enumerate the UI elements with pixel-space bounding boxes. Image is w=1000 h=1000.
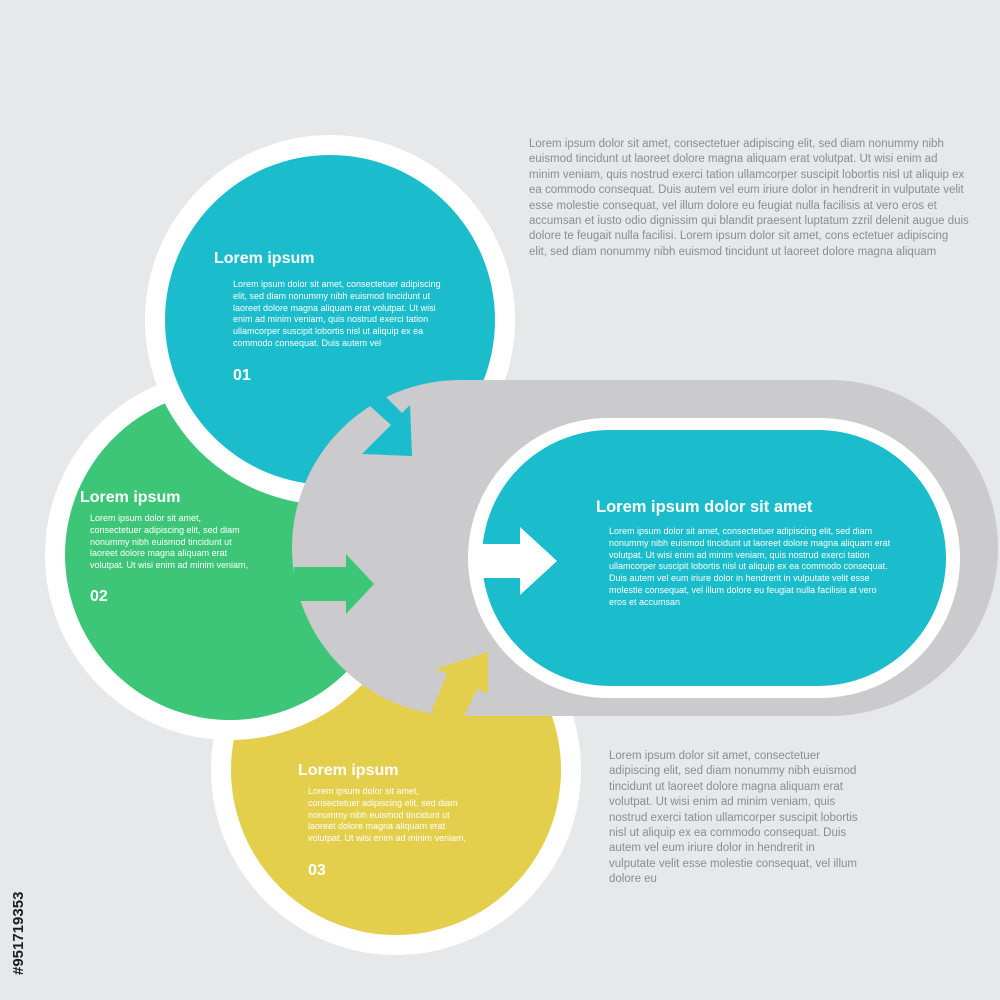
stock-id: #951719353 bbox=[10, 891, 27, 975]
circle-02-text: Lorem ipsum dolor sit amet, consectetuer… bbox=[90, 513, 249, 571]
circle-01-text: Lorem ipsum dolor sit amet, consectetuer… bbox=[233, 279, 441, 348]
main-pill bbox=[482, 430, 946, 686]
circle-02-number: 02 bbox=[90, 588, 108, 605]
arrow-up-right-icon bbox=[431, 652, 488, 727]
circle-01-title: Lorem ipsum bbox=[214, 250, 315, 267]
side-text-top: Lorem ipsum dolor sit amet, consectetuer… bbox=[529, 138, 969, 258]
circle-02-title: Lorem ipsum bbox=[80, 489, 181, 506]
main-text: Lorem ipsum dolor sit amet, consectetuer… bbox=[609, 526, 891, 607]
arrow-right-icon bbox=[482, 527, 557, 595]
circle-03-number: 03 bbox=[308, 862, 326, 879]
arrow-right-icon bbox=[294, 554, 374, 614]
arrow-down-right-icon bbox=[362, 392, 412, 456]
circle-01-number: 01 bbox=[233, 367, 251, 384]
circle-03-text: Lorem ipsum dolor sit amet, consectetuer… bbox=[308, 786, 467, 844]
circle-03-title: Lorem ipsum bbox=[298, 762, 399, 779]
main-title: Lorem ipsum dolor sit amet bbox=[596, 498, 813, 516]
side-text-bottom: Lorem ipsum dolor sit amet, consectetuer… bbox=[609, 750, 858, 886]
